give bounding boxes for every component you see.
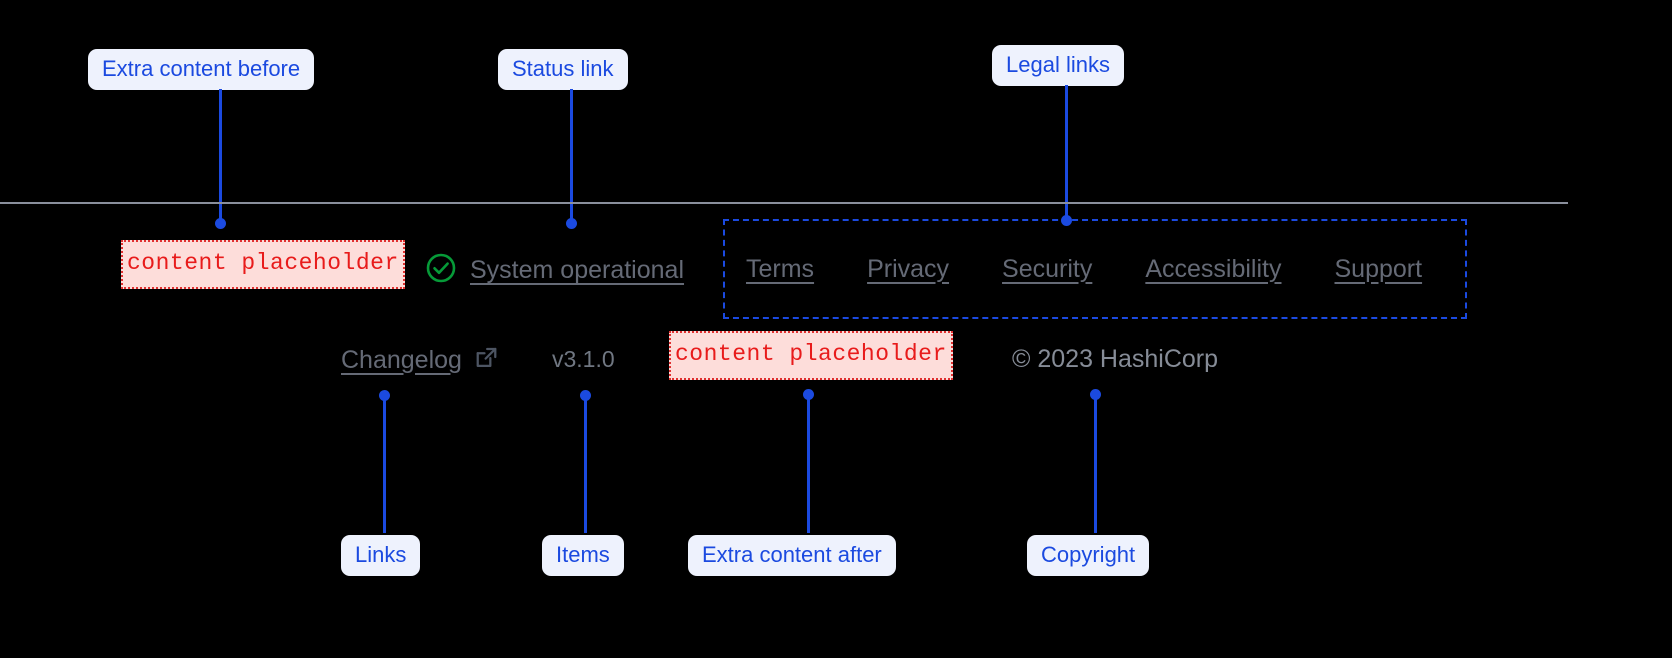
legal-links-list: Terms Privacy Security Accessibility Sup…: [725, 255, 1422, 284]
leader-line-links: [383, 395, 386, 533]
callout-extra-content-after: Extra content after: [688, 535, 896, 577]
leader-line-status-link: [570, 89, 573, 223]
external-link-icon: [473, 344, 500, 376]
content-placeholder-before: content placeholder: [121, 240, 405, 290]
legal-link-support[interactable]: Support: [1334, 254, 1423, 283]
callout-links: Links: [341, 535, 421, 577]
content-placeholder-after: content placeholder: [669, 331, 953, 381]
callout-status-link: Status link: [498, 49, 628, 91]
leader-line-legal-links: [1065, 85, 1068, 217]
copyright-label: © 2023 HashiCorp: [1012, 345, 1219, 373]
leader-line-copyright: [1094, 394, 1097, 533]
callout-legal-links: Legal links: [992, 45, 1124, 87]
legal-link-privacy[interactable]: Privacy: [867, 254, 950, 283]
version-label: v3.1.0: [552, 346, 615, 372]
status-link[interactable]: System operational: [425, 252, 684, 289]
legal-links-region: Terms Privacy Security Accessibility Sup…: [723, 219, 1467, 319]
footer-divider: [0, 202, 1568, 204]
status-link-label[interactable]: System operational: [470, 256, 685, 284]
leader-dot-extra-content-before: [215, 218, 226, 229]
leader-dot-status-link: [566, 218, 577, 229]
check-circle-icon: [425, 252, 457, 289]
legal-link-accessibility[interactable]: Accessibility: [1145, 254, 1282, 283]
callout-items: Items: [542, 535, 624, 577]
leader-line-items: [584, 395, 587, 533]
leader-line-extra-content-before: [219, 89, 222, 223]
legal-link-security[interactable]: Security: [1002, 254, 1093, 283]
callout-copyright: Copyright: [1027, 535, 1150, 577]
changelog-link[interactable]: Changelog: [341, 344, 500, 376]
legal-link-terms[interactable]: Terms: [746, 254, 815, 283]
callout-extra-content-before: Extra content before: [88, 49, 315, 91]
leader-line-extra-content-after: [807, 394, 810, 533]
changelog-label[interactable]: Changelog: [341, 345, 462, 374]
